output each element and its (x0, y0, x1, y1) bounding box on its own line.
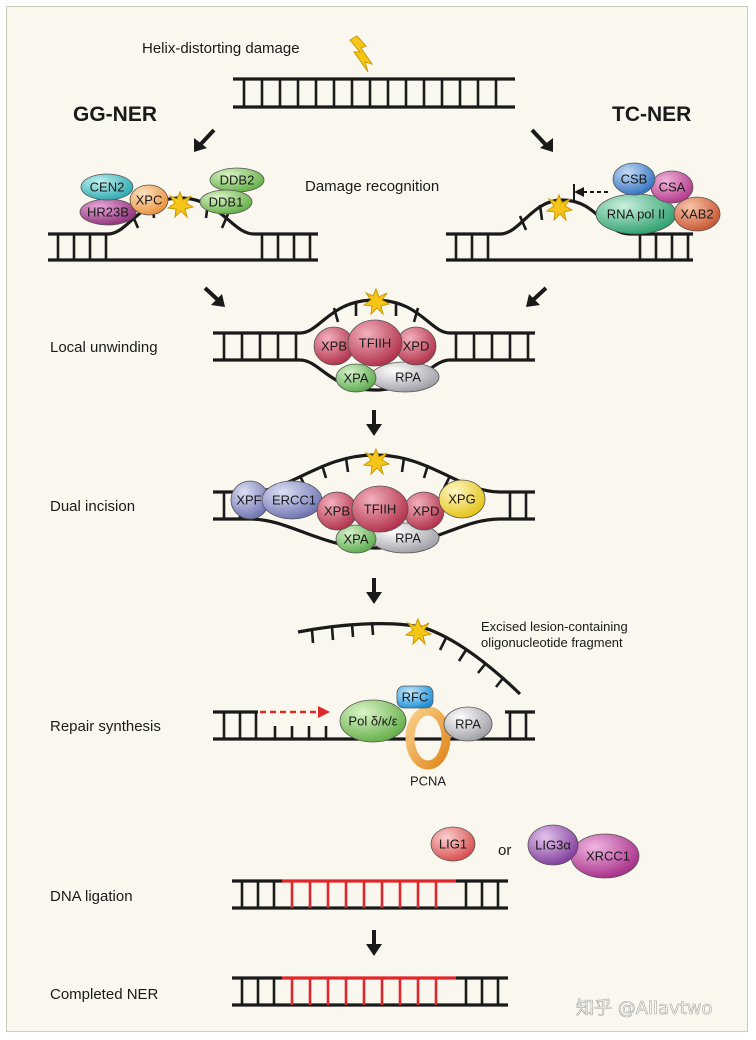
protein-xpb: XPB (313, 326, 355, 366)
svg-text:RPA: RPA (395, 531, 421, 546)
pcna-label: PCNA (410, 774, 446, 789)
protein-ddb1: DDB1 (199, 189, 253, 215)
arrow-gg-to-unwinding (203, 286, 225, 307)
svg-text:HR23B: HR23B (87, 205, 129, 220)
svg-text:XPA: XPA (343, 532, 368, 547)
arrow-to-gg-ner (194, 128, 216, 152)
protein-xpd: XPD (403, 491, 445, 531)
protein-pol-delta-kappa-epsilon: Pol δ/κ/ε (339, 699, 407, 743)
protein-csb: CSB (612, 162, 656, 196)
protein-csa: CSA (650, 170, 694, 204)
protein-rpa: RPA (443, 706, 493, 742)
protein-xpg: XPG (438, 479, 486, 519)
svg-text:XPF: XPF (236, 493, 261, 508)
excised-label-line2: oligonucleotide fragment (481, 635, 623, 650)
protein-ddb2: DDB2 (209, 167, 265, 193)
svg-text:CSA: CSA (659, 180, 686, 195)
protein-ercc1: ERCC1 (261, 480, 323, 520)
arrow-to-tc-ner (530, 128, 553, 152)
dna-lesion-icon (167, 191, 194, 218)
dna-lesion-icon (405, 618, 432, 645)
stall-arrow (573, 184, 608, 200)
protein-xpa: XPA (335, 524, 377, 554)
svg-text:TFIIH: TFIIH (359, 336, 392, 351)
svg-text:XPB: XPB (321, 339, 347, 354)
completed-dna (232, 976, 508, 1007)
protein-pcna (405, 706, 451, 770)
arrow-tc-to-unwinding (526, 286, 548, 307)
protein-xpc: XPC (129, 184, 169, 216)
svg-text:XRCC1: XRCC1 (586, 849, 630, 864)
protein-rpa: RPA (370, 361, 440, 393)
svg-text:Pol δ/κ/ε: Pol δ/κ/ε (348, 714, 397, 729)
synthesis-direction-arrow (260, 706, 330, 718)
protein-tfiih: TFIIH (347, 319, 403, 367)
dna-duplex-intact (233, 77, 515, 109)
arrow-down-3 (366, 930, 382, 956)
svg-text:XAB2: XAB2 (680, 207, 713, 222)
svg-text:XPA: XPA (343, 371, 368, 386)
protein-hr23b: HR23B (79, 198, 137, 226)
protein-xpa: XPA (335, 363, 377, 393)
svg-text:XPD: XPD (403, 339, 430, 354)
svg-text:LIG3α: LIG3α (535, 838, 571, 853)
protein-xpd: XPD (395, 326, 437, 366)
svg-text:RPA: RPA (395, 370, 421, 385)
arrow-down-1 (366, 410, 382, 436)
protein-lig1: LIG1 (430, 826, 476, 862)
svg-text:RPA: RPA (455, 717, 481, 732)
excised-label-line1: Excised lesion-containing (481, 619, 628, 634)
svg-text:XPG: XPG (448, 492, 475, 507)
repair-synthesis-label: Repair synthesis (50, 718, 161, 735)
dna-lesion-icon (546, 194, 573, 221)
protein-xab2: XAB2 (673, 196, 721, 232)
lightning-bolt-icon (349, 35, 374, 73)
arrow-down-2 (366, 578, 382, 604)
protein-tfiih: TFIIH (351, 485, 409, 533)
protein-rfc: RFC (396, 685, 434, 709)
ligation-dna (232, 879, 508, 910)
svg-text:ERCC1: ERCC1 (272, 493, 316, 508)
protein-xpb: XPB (316, 491, 358, 531)
svg-text:LIG1: LIG1 (439, 837, 467, 852)
svg-text:DDB1: DDB1 (209, 195, 244, 210)
svg-text:CSB: CSB (621, 172, 648, 187)
protein-cen2: CEN2 (80, 173, 134, 201)
protein-lig3a: LIG3α (527, 824, 579, 866)
dna-lesion-icon (363, 448, 390, 475)
watermark: 知乎 @Ailavtwo (576, 998, 713, 1019)
svg-text:CEN2: CEN2 (90, 180, 125, 195)
svg-text:TFIIH: TFIIH (364, 502, 397, 517)
dual-incision-label: Dual incision (50, 498, 135, 515)
gg-ner-title: GG-NER (73, 103, 157, 126)
svg-text:RNA pol II: RNA pol II (607, 207, 666, 222)
or-label: or (498, 842, 511, 859)
completed-ner-label: Completed NER (50, 986, 159, 1003)
svg-text:XPC: XPC (136, 193, 163, 208)
local-unwinding-label: Local unwinding (50, 339, 158, 356)
svg-text:XPD: XPD (413, 504, 440, 519)
svg-text:DDB2: DDB2 (220, 173, 255, 188)
damage-recognition-label: Damage recognition (305, 178, 439, 195)
protein-xrcc1: XRCC1 (570, 833, 640, 879)
svg-text:XPB: XPB (324, 504, 350, 519)
svg-text:RFC: RFC (402, 690, 429, 705)
dna-ligation-label: DNA ligation (50, 888, 133, 905)
helix-damage-label: Helix-distorting damage (142, 40, 300, 57)
tc-ner-title: TC-NER (612, 103, 691, 126)
